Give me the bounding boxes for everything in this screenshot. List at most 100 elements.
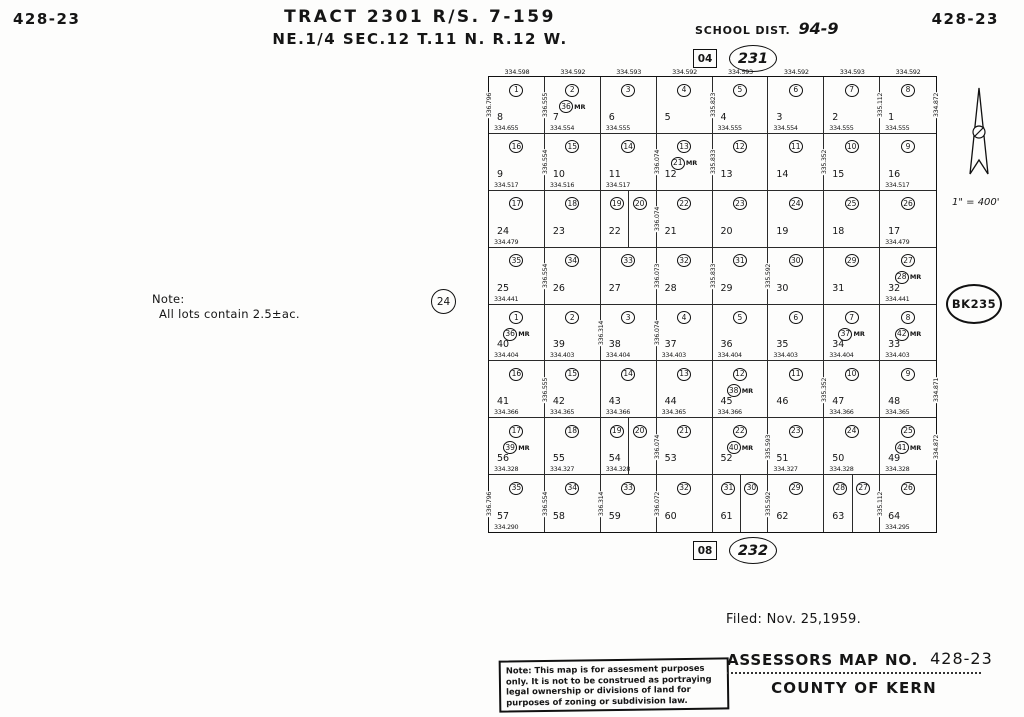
lot-dimension: 334.403 bbox=[549, 351, 575, 360]
parcel-circle: 34 bbox=[565, 481, 580, 495]
lot-number: 59 bbox=[608, 511, 621, 522]
lot-number: 13 bbox=[720, 168, 733, 180]
parcel-circle: 32 bbox=[677, 481, 692, 495]
mineral-rights-label: MR bbox=[741, 386, 754, 395]
lot-dimension: 334.516 bbox=[549, 180, 575, 189]
parcel-circle: 22 bbox=[732, 424, 747, 438]
lot-number: 44 bbox=[664, 396, 677, 408]
parcel-circle: 5 bbox=[732, 311, 747, 324]
lot-number: 40 bbox=[497, 339, 510, 351]
note-label: Note: bbox=[152, 292, 185, 306]
mineral-rights-label: MR bbox=[741, 443, 754, 452]
parcel-circle: 36 bbox=[559, 100, 574, 113]
lot-number: 21 bbox=[664, 225, 677, 237]
page-ref-box-bottom: 08 bbox=[693, 541, 717, 560]
parcel-circle: 13 bbox=[677, 367, 692, 381]
parcel-circle: 39 bbox=[503, 441, 518, 455]
lot-dimension: 334.365 bbox=[549, 408, 575, 417]
page-ref-ellipse-top: 231 bbox=[729, 45, 777, 72]
parcel-circle: 30 bbox=[744, 481, 759, 495]
lot-number: 53 bbox=[664, 453, 677, 465]
lot-number: 64 bbox=[888, 511, 901, 522]
boundary-dimension: 336.074 bbox=[652, 149, 661, 176]
lot-number: 6 bbox=[608, 111, 615, 123]
boundary-dimension: 336.555 bbox=[540, 92, 549, 119]
parcel-circle: 37 bbox=[838, 327, 853, 341]
parcel-circle: 18 bbox=[565, 424, 580, 438]
parcel-circle: 31 bbox=[721, 481, 736, 495]
scale-label: 1" = 400' bbox=[952, 197, 1000, 208]
parcel-circle: 31 bbox=[732, 254, 747, 268]
top-dimension: 334.593 bbox=[616, 68, 642, 76]
parcel-circle: 5 bbox=[732, 83, 747, 97]
lot-number: 42 bbox=[552, 396, 565, 408]
parcel-circle: 11 bbox=[788, 367, 803, 381]
school-district-label: SCHOOL DIST. bbox=[695, 24, 791, 37]
lot-cell-r2c5: 12 13 bbox=[712, 133, 769, 191]
adjacent-page-ref-top: 04 231 bbox=[693, 45, 777, 72]
parcel-circle: 14 bbox=[621, 367, 636, 381]
lot-dimension: 334.479 bbox=[885, 237, 910, 246]
lot-dimension: 334.441 bbox=[494, 294, 519, 303]
lot-dimension: 334.555 bbox=[605, 123, 631, 132]
title-block: TRACT 2301 R/S. 7-159 NE.1/4 SEC.12 T.11… bbox=[250, 7, 590, 48]
top-dimension: 334.593 bbox=[839, 68, 865, 76]
parcel-circle: 27 bbox=[856, 481, 871, 495]
lot-cell-r8c4: 32 60 bbox=[657, 475, 713, 532]
lot-number: 43 bbox=[608, 396, 621, 408]
lot-cell-r7c4: 21 53 bbox=[656, 418, 713, 476]
lot-number: 24 bbox=[497, 225, 510, 237]
lot-dimension: 334.366 bbox=[605, 408, 631, 417]
parcel-circle: 21 bbox=[677, 424, 692, 438]
boundary-dimension: 334.872 bbox=[932, 92, 940, 119]
mineral-rights-label: MR bbox=[685, 159, 698, 168]
lot-number: 45 bbox=[720, 396, 733, 408]
parcel-circle: 33 bbox=[621, 481, 636, 495]
assessors-map-block: ASSESSORS MAP NO.428-23 COUNTY OF KERN bbox=[727, 649, 992, 697]
parcel-circle: 19 bbox=[609, 424, 624, 438]
lot-dimension: 334.404 bbox=[605, 351, 631, 360]
lot-number: 17 bbox=[888, 225, 901, 237]
parcel-circle: 23 bbox=[732, 197, 747, 211]
lot-number: 12 bbox=[664, 168, 677, 180]
boundary-dimension: 336.314 bbox=[596, 319, 605, 347]
lot-number: 49 bbox=[888, 453, 901, 465]
lot-number: 60 bbox=[664, 511, 677, 522]
lot-dimension: 334.327 bbox=[549, 465, 575, 474]
parcel-circle: 34 bbox=[565, 254, 580, 268]
lot-dimension: 334.555 bbox=[885, 123, 910, 132]
lot-number: 63 bbox=[832, 511, 845, 522]
parcel-circle: 21 bbox=[670, 156, 685, 170]
parcel-circle: 23 bbox=[788, 424, 803, 438]
parcel-circle: 12 bbox=[732, 140, 747, 154]
parcel-circle: 38 bbox=[726, 384, 741, 398]
lot-number: 22 bbox=[608, 225, 621, 237]
lot-number: 55 bbox=[552, 453, 565, 465]
lot-dimension: 334.479 bbox=[494, 237, 519, 246]
lot-number: 14 bbox=[776, 168, 789, 180]
top-dimension: 334.592 bbox=[895, 68, 921, 76]
parcel-circle: 36 bbox=[503, 327, 518, 341]
boundary-dimension: 336.555 bbox=[540, 376, 549, 403]
lot-dimension: 334.366 bbox=[494, 408, 519, 417]
lot-dimension: 334.555 bbox=[829, 123, 854, 132]
